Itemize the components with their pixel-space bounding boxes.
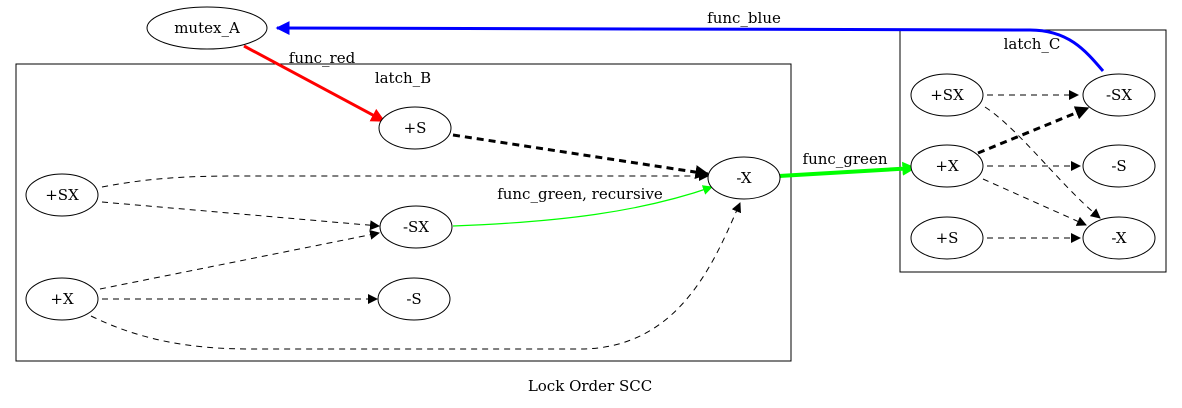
cluster-latch-b-label: latch_B bbox=[375, 69, 431, 87]
node-latch-b-minus-x-label: -X bbox=[736, 169, 752, 187]
nodes: mutex_A +S +SX +X -SX -S -X +SX bbox=[25, 6, 1156, 321]
node-mutex-a[interactable]: mutex_A bbox=[146, 6, 268, 50]
node-latch-c-minus-sx[interactable]: -SX bbox=[1082, 73, 1156, 117]
edge-b-x-to-b-mx[interactable] bbox=[90, 202, 741, 350]
node-latch-c-minus-s-label: -S bbox=[1111, 157, 1126, 175]
edge-c-x-to-c-msx[interactable] bbox=[977, 106, 1090, 155]
node-latch-b-plus-x-label: +X bbox=[50, 290, 74, 308]
node-latch-c-minus-x-label: -X bbox=[1111, 229, 1127, 247]
edge-label-func-blue: func_blue bbox=[707, 9, 781, 27]
node-latch-c-plus-s[interactable]: +S bbox=[910, 216, 984, 260]
edge-func-red[interactable] bbox=[243, 44, 386, 123]
node-latch-b-minus-s-label: -S bbox=[406, 290, 421, 308]
edge-b-sx-to-b-mx[interactable] bbox=[101, 171, 709, 188]
edge-func-green[interactable] bbox=[778, 161, 917, 178]
cluster-latch-b-box bbox=[15, 63, 792, 362]
node-latch-c-plus-sx[interactable]: +SX bbox=[910, 73, 984, 117]
node-latch-c-plus-x[interactable]: +X bbox=[910, 144, 984, 188]
edge-c-x-to-c-mx[interactable] bbox=[982, 178, 1087, 226]
node-latch-c-plus-sx-label: +SX bbox=[930, 86, 964, 104]
graph-title: Lock Order SCC bbox=[528, 377, 652, 395]
node-latch-c-minus-s[interactable]: -S bbox=[1082, 144, 1156, 188]
node-latch-b-plus-x[interactable]: +X bbox=[25, 277, 99, 321]
edge-func-green-recursive[interactable] bbox=[452, 185, 713, 227]
edge-label-func-green-recursive: func_green, recursive bbox=[497, 185, 663, 203]
edge-label-func-red: func_red bbox=[289, 49, 356, 67]
edges: func_red func_blue func_green func_green… bbox=[90, 9, 1105, 350]
node-latch-b-minus-sx-label: -SX bbox=[403, 218, 429, 236]
node-latch-c-minus-x[interactable]: -X bbox=[1082, 216, 1156, 260]
cluster-latch-b: latch_B bbox=[15, 63, 792, 362]
node-latch-b-minus-s[interactable]: -S bbox=[377, 277, 451, 321]
edge-b-s-to-b-mx[interactable] bbox=[452, 133, 710, 180]
edge-c-sx-to-c-mx[interactable] bbox=[984, 106, 1101, 219]
node-latch-b-minus-sx[interactable]: -SX bbox=[379, 205, 453, 249]
edge-func-blue[interactable] bbox=[275, 21, 1105, 72]
node-latch-b-minus-x[interactable]: -X bbox=[707, 156, 781, 200]
node-latch-c-plus-s-label: +S bbox=[936, 229, 959, 247]
node-latch-b-plus-sx-label: +SX bbox=[45, 186, 79, 204]
node-latch-b-plus-s-label: +S bbox=[404, 119, 427, 137]
edge-b-x-to-b-msx[interactable] bbox=[99, 229, 380, 290]
node-latch-b-plus-s[interactable]: +S bbox=[378, 106, 452, 150]
cluster-latch-c-label: latch_C bbox=[1004, 35, 1061, 53]
node-latch-c-plus-x-label: +X bbox=[935, 157, 959, 175]
node-latch-c-minus-sx-label: -SX bbox=[1106, 86, 1132, 104]
node-mutex-a-label: mutex_A bbox=[174, 19, 240, 37]
edge-label-func-green: func_green bbox=[803, 150, 888, 168]
edge-b-sx-to-b-msx[interactable] bbox=[101, 201, 380, 231]
node-latch-b-plus-sx[interactable]: +SX bbox=[25, 173, 99, 217]
